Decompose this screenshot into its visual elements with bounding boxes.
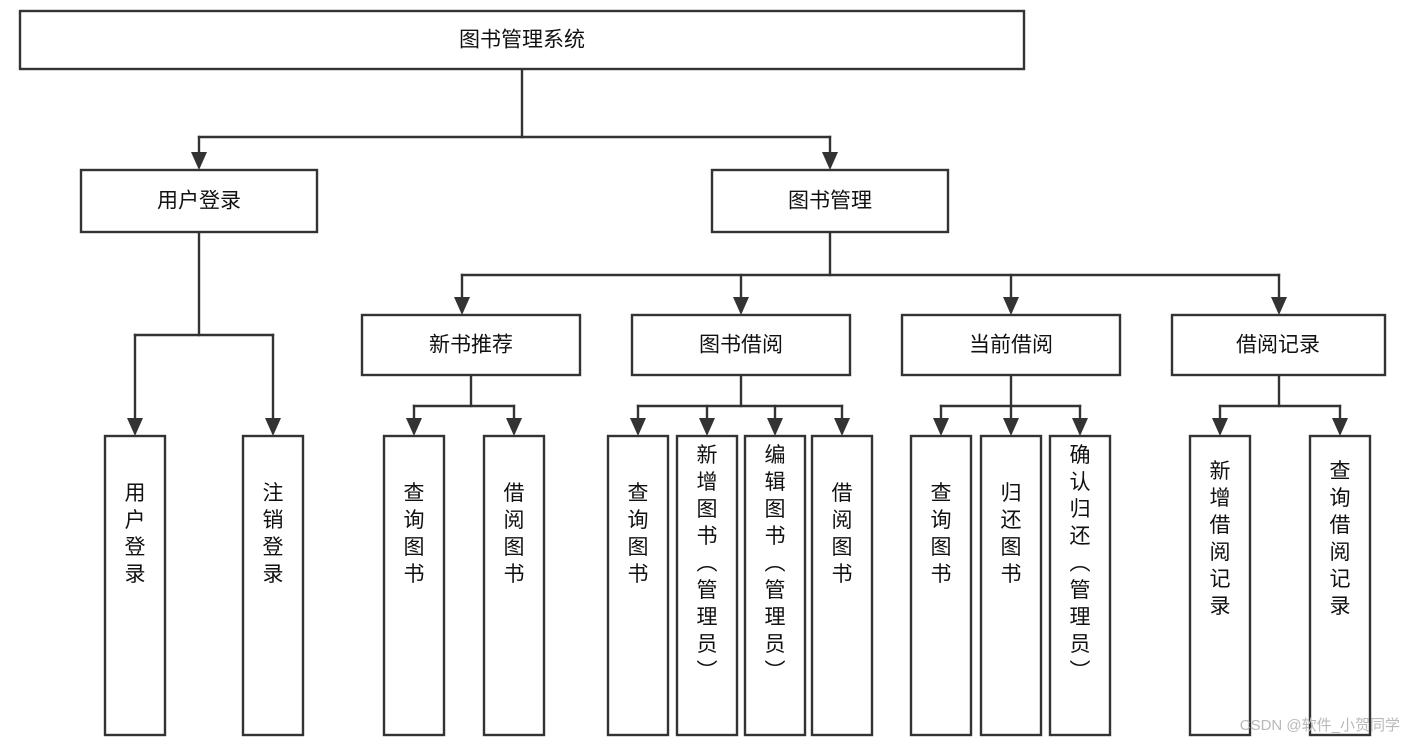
leaf-query-record[interactable]: 查询借阅记录 — [1308, 434, 1372, 737]
leaf-query-book-newbook-label: 查询图书 — [404, 482, 425, 586]
node-user-login-box[interactable] — [79, 168, 319, 234]
leaf-borrow-book-box[interactable] — [810, 434, 874, 737]
leaf-query-book-newbook-box[interactable] — [382, 434, 446, 737]
leaf-query-book-current-label: 查询图书 — [931, 482, 952, 586]
arrow-to-leaf-edit-book — [767, 418, 783, 436]
arrow-to-leaf-query-book-c — [933, 418, 949, 436]
leaf-add-book[interactable]: 新增图书︵管理员︶ — [675, 434, 739, 737]
node-user-login-label: 用户登录 — [157, 190, 241, 213]
leaf-edit-book-box[interactable] — [743, 434, 807, 737]
leaf-user-login-box[interactable] — [103, 434, 167, 737]
leaf-user-login-label: 用户登录 — [125, 482, 146, 586]
arrow-to-current-borrow — [1003, 297, 1019, 315]
node-book-borrow-box[interactable] — [630, 313, 852, 377]
leaf-return-book[interactable]: 归还图书 — [979, 434, 1043, 737]
node-user-login[interactable]: 用户登录 — [79, 168, 319, 234]
leaf-query-book-newbook[interactable]: 查询图书 — [382, 434, 446, 737]
arrow-to-leaf-return-book — [1003, 418, 1019, 436]
leaf-logout[interactable]: 注销登录 — [241, 434, 305, 737]
node-borrow-record-label: 借阅记录 — [1236, 334, 1320, 357]
node-book-management[interactable]: 图书管理 — [710, 168, 950, 234]
leaf-add-record-label: 新增借阅记录 — [1210, 460, 1231, 618]
leaf-confirm-return-label: 确认归还︵管理员︶ — [1070, 444, 1091, 683]
node-root-label: 图书管理系统 — [459, 29, 585, 52]
leaf-query-record-box[interactable] — [1308, 434, 1372, 737]
leaf-add-book-box[interactable] — [675, 434, 739, 737]
node-book-management-box[interactable] — [710, 168, 950, 234]
arrow-to-book-borrow — [733, 297, 749, 315]
node-book-borrow-label: 图书借阅 — [699, 334, 783, 357]
leaf-borrow-book-newbook-label: 借阅图书 — [504, 482, 525, 586]
node-new-book-recommend-label: 新书推荐 — [429, 334, 513, 357]
node-borrow-record-box[interactable] — [1170, 313, 1387, 377]
arrow-to-leaf-query-book-a — [406, 418, 422, 436]
arrow-to-leaf-user-login — [127, 418, 143, 436]
arrow-to-user-login — [191, 152, 207, 170]
arrow-to-borrow-record — [1271, 297, 1287, 315]
leaf-user-login[interactable]: 用户登录 — [103, 434, 167, 737]
leaf-query-book-borrow[interactable]: 查询图书 — [606, 434, 670, 737]
leaf-add-record[interactable]: 新增借阅记录 — [1188, 434, 1252, 737]
leaf-add-record-box[interactable] — [1188, 434, 1252, 737]
leaf-borrow-book-newbook-box[interactable] — [482, 434, 546, 737]
node-new-book-recommend[interactable]: 新书推荐 — [360, 313, 582, 377]
arrow-to-leaf-query-record — [1332, 418, 1348, 436]
leaf-confirm-return-box[interactable] — [1048, 434, 1112, 737]
arrow-to-new-book-recommend — [454, 297, 470, 315]
arrow-to-leaf-add-record — [1212, 418, 1228, 436]
arrow-to-book-mgmt — [822, 152, 838, 170]
node-new-book-recommend-box[interactable] — [360, 313, 582, 377]
node-book-borrow[interactable]: 图书借阅 — [630, 313, 852, 377]
arrow-to-leaf-query-book-b — [630, 418, 646, 436]
leaf-return-book-box[interactable] — [979, 434, 1043, 737]
leaf-query-book-current-box[interactable] — [909, 434, 973, 737]
leaf-query-book-current[interactable]: 查询图书 — [909, 434, 973, 737]
node-root-box[interactable] — [18, 9, 1026, 71]
node-current-borrow-box[interactable] — [900, 313, 1122, 377]
arrow-to-leaf-logout — [265, 418, 281, 436]
node-current-borrow-label: 当前借阅 — [969, 334, 1053, 357]
node-current-borrow[interactable]: 当前借阅 — [900, 313, 1122, 377]
leaf-borrow-book-newbook[interactable]: 借阅图书 — [482, 434, 546, 737]
leaf-borrow-book[interactable]: 借阅图书 — [810, 434, 874, 737]
leaf-query-book-borrow-box[interactable] — [606, 434, 670, 737]
leaf-edit-book[interactable]: 编辑图书︵管理员︶ — [743, 434, 807, 737]
arrow-to-leaf-confirm-return — [1072, 418, 1088, 436]
leaf-confirm-return[interactable]: 确认归还︵管理员︶ — [1048, 434, 1112, 737]
node-borrow-record[interactable]: 借阅记录 — [1170, 313, 1387, 377]
leaf-query-book-borrow-label: 查询图书 — [628, 482, 649, 586]
connector-layer — [127, 67, 1348, 436]
leaf-query-record-label: 查询借阅记录 — [1330, 460, 1351, 618]
arrow-to-leaf-add-book — [699, 418, 715, 436]
leaf-return-book-label: 归还图书 — [1001, 482, 1022, 586]
leaf-add-book-label: 新增图书︵管理员︶ — [697, 444, 718, 683]
leaf-borrow-book-label: 借阅图书 — [832, 482, 853, 586]
leaf-logout-label: 注销登录 — [263, 482, 284, 586]
node-book-management-label: 图书管理 — [788, 190, 872, 213]
node-root-system[interactable]: 图书管理系统 — [18, 9, 1026, 71]
arrow-to-leaf-borrow-book-b — [834, 418, 850, 436]
arrow-to-leaf-borrow-book-a — [506, 418, 522, 436]
csdn-watermark: CSDN @软件_小贺同学 — [1240, 717, 1400, 734]
leaf-logout-box[interactable] — [241, 434, 305, 737]
leaf-edit-book-label: 编辑图书︵管理员︶ — [765, 444, 786, 683]
